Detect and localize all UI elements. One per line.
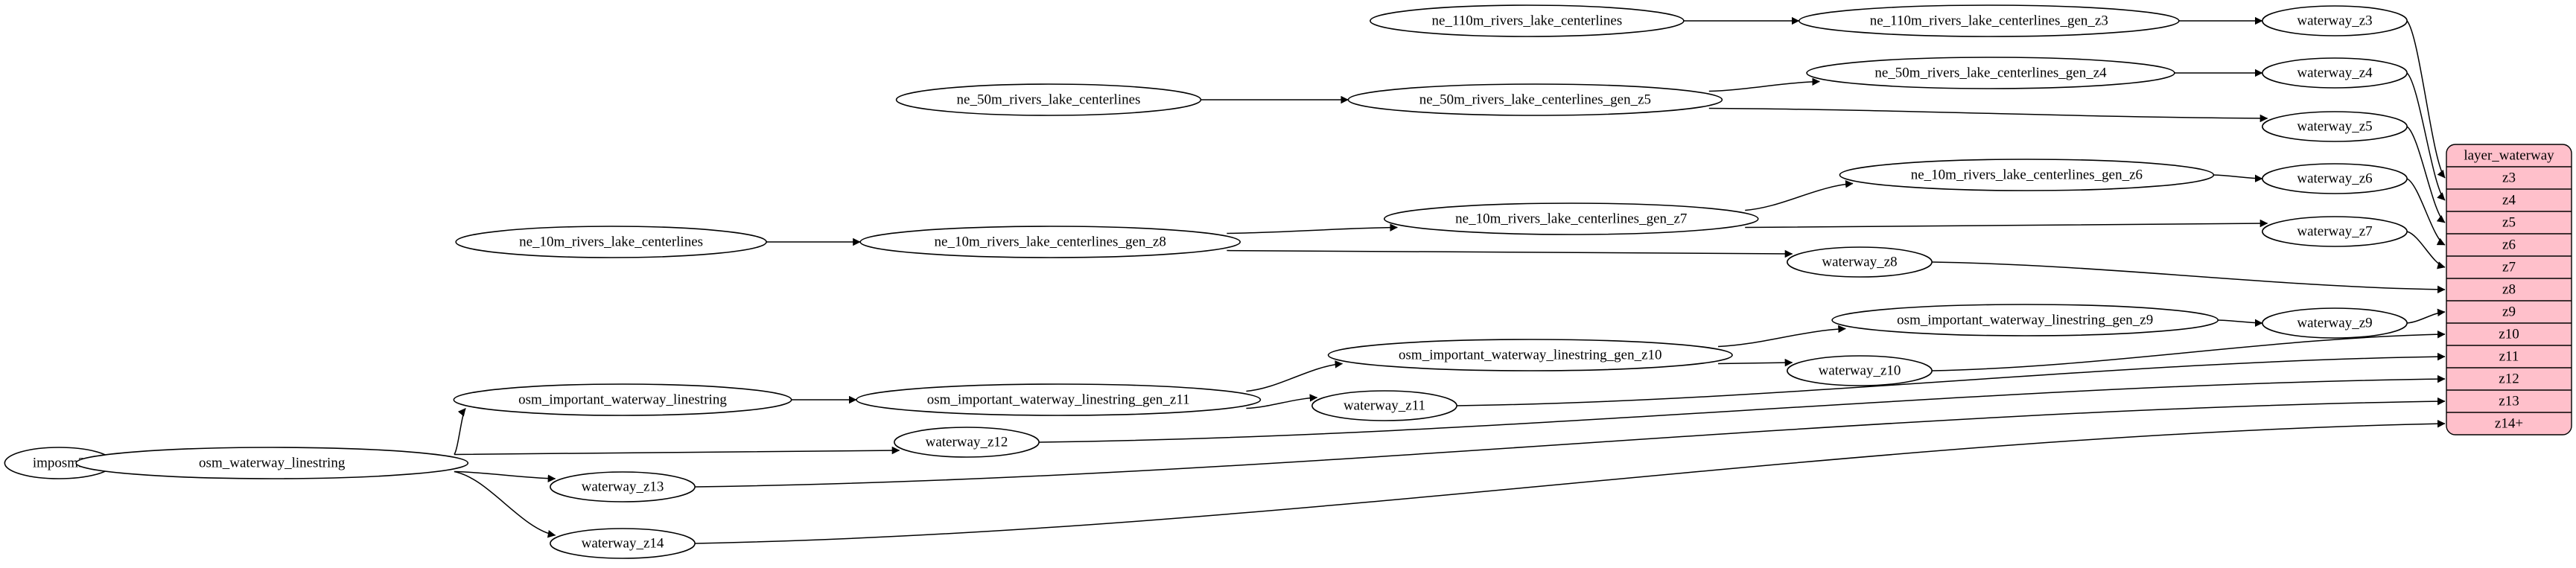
edge-waterway-z7-to-layer-waterway-z7 bbox=[2406, 231, 2446, 269]
edge-ne-10m-rivers-lake-centerlines-gen-z8-to-ne-10m-rivers-lake-centerlines-gen-z7 bbox=[1227, 223, 1398, 234]
node-shape bbox=[455, 226, 767, 258]
edge-waterway-z13-to-layer-waterway-z13 bbox=[695, 397, 2446, 488]
node-ne-50m-rivers-lake-centerlines-gen-z5[interactable]: ne_50m_rivers_lake_centerlines_gen_z5 bbox=[1347, 83, 1723, 116]
layer-waterway-table: layer_waterwayz3z4z5z6z7z8z9z10z11z12z13… bbox=[2446, 144, 2572, 435]
node-waterway-z14[interactable]: waterway_z14 bbox=[550, 528, 696, 559]
node-shape bbox=[1787, 355, 1933, 386]
node-shape bbox=[75, 447, 469, 479]
edge-osm-waterway-linestring-to-waterway-z13 bbox=[454, 470, 556, 483]
node-shape bbox=[1347, 83, 1723, 116]
node-waterway-z3[interactable]: waterway_z3 bbox=[2262, 5, 2408, 36]
node-shape bbox=[1327, 339, 1733, 371]
node-shape bbox=[1798, 4, 2180, 37]
node-shape bbox=[856, 383, 1262, 416]
node-ne-110m-rivers-lake-centerlines[interactable]: ne_110m_rivers_lake_centerlines bbox=[1370, 4, 1685, 37]
node-shape bbox=[2262, 57, 2408, 89]
edge-waterway-z12-to-layer-waterway-z12 bbox=[1039, 374, 2446, 443]
node-waterway-z9[interactable]: waterway_z9 bbox=[2262, 307, 2408, 339]
node-osm-important-waterway-linestring[interactable]: osm_important_waterway_linestring bbox=[453, 383, 792, 416]
node-shape bbox=[1806, 57, 2175, 89]
edge-waterway-z10-to-layer-waterway-z10 bbox=[1932, 330, 2446, 371]
edge-osm-waterway-linestring-to-osm-important-waterway-linestring bbox=[454, 408, 466, 455]
node-waterway-z6[interactable]: waterway_z6 bbox=[2262, 163, 2408, 194]
edge-osm-waterway-linestring-to-waterway-z14 bbox=[454, 470, 556, 538]
node-waterway-z12[interactable]: waterway_z12 bbox=[894, 427, 1040, 458]
edge-osm-important-waterway-linestring-gen-z9-to-waterway-z9 bbox=[2218, 319, 2263, 328]
edge-ne-50m-rivers-lake-centerlines-gen-z5-to-ne-50m-rivers-lake-centerlines-gen-z4 bbox=[1708, 77, 1820, 92]
node-shape bbox=[2262, 111, 2408, 142]
node-ne-10m-rivers-lake-centerlines-gen-z8[interactable]: ne_10m_rivers_lake_centerlines_gen_z8 bbox=[859, 226, 1241, 258]
node-waterway-z5[interactable]: waterway_z5 bbox=[2262, 111, 2408, 142]
node-shape bbox=[895, 83, 1202, 116]
edge-waterway-z8-to-layer-waterway-z8 bbox=[1932, 261, 2446, 294]
edge-waterway-z14-to-layer-waterway-z14- bbox=[695, 419, 2446, 544]
edge-osm-important-waterway-linestring-gen-z10-to-waterway-z10 bbox=[1718, 358, 1793, 367]
node-shape bbox=[1311, 390, 1457, 421]
node-osm-important-waterway-linestring-gen-z10[interactable]: osm_important_waterway_linestring_gen_z1… bbox=[1327, 339, 1733, 371]
node-shape bbox=[859, 226, 1241, 258]
edge-waterway-z5-to-layer-waterway-z5 bbox=[2406, 126, 2446, 223]
node-waterway-z11[interactable]: waterway_z11 bbox=[1311, 390, 1457, 421]
layer-waterway-record: layer_waterwayz3z4z5z6z7z8z9z10z11z12z13… bbox=[2446, 144, 2572, 435]
node-shape bbox=[1831, 304, 2219, 336]
node-osm-important-waterway-linestring-gen-z11[interactable]: osm_important_waterway_linestring_gen_z1… bbox=[856, 383, 1262, 416]
edge-osm-important-waterway-linestring-gen-z11-to-osm-important-waterway-linestring-gen-z10 bbox=[1246, 360, 1343, 392]
edge-waterway-z9-to-layer-waterway-z9 bbox=[2407, 308, 2446, 324]
edge-waterway-z4-to-layer-waterway-z4 bbox=[2406, 72, 2446, 201]
node-ne-50m-rivers-lake-centerlines-gen-z4[interactable]: ne_50m_rivers_lake_centerlines_gen_z4 bbox=[1806, 57, 2175, 89]
node-shape bbox=[550, 528, 696, 559]
edge-ne-10m-rivers-lake-centerlines-gen-z7-to-waterway-z7 bbox=[1745, 219, 2268, 229]
node-ne-10m-rivers-lake-centerlines-gen-z6[interactable]: ne_10m_rivers_lake_centerlines_gen_z6 bbox=[1839, 159, 2215, 191]
node-ne-10m-rivers-lake-centerlines-gen-z7[interactable]: ne_10m_rivers_lake_centerlines_gen_z7 bbox=[1384, 202, 1759, 235]
edge-layer bbox=[75, 16, 2446, 544]
node-shape bbox=[1787, 246, 1933, 278]
node-shape bbox=[1370, 4, 1685, 37]
node-shape bbox=[2262, 163, 2408, 194]
edge-ne-10m-rivers-lake-centerlines-gen-z8-to-waterway-z8 bbox=[1227, 249, 1793, 258]
node-shape bbox=[550, 471, 696, 502]
node-waterway-z10[interactable]: waterway_z10 bbox=[1787, 355, 1933, 386]
node-shape bbox=[453, 383, 792, 416]
node-waterway-z13[interactable]: waterway_z13 bbox=[550, 471, 696, 502]
edge-osm-important-waterway-linestring-gen-z11-to-waterway-z11 bbox=[1246, 394, 1318, 409]
node-shape bbox=[1384, 202, 1759, 235]
edge-ne-50m-rivers-lake-centerlines-gen-z5-to-waterway-z5 bbox=[1708, 107, 2268, 123]
node-shape bbox=[2262, 307, 2408, 339]
node-shape bbox=[894, 427, 1040, 458]
edge-osm-waterway-linestring-to-waterway-z12 bbox=[454, 446, 900, 456]
layer-waterway-outline bbox=[2446, 144, 2572, 435]
edge-osm-important-waterway-linestring-gen-z10-to-osm-important-waterway-linestring-gen-z9 bbox=[1717, 325, 1846, 348]
node-waterway-z8[interactable]: waterway_z8 bbox=[1787, 246, 1933, 278]
node-ne-110m-rivers-lake-centerlines-gen-z3[interactable]: ne_110m_rivers_lake_centerlines_gen_z3 bbox=[1798, 4, 2180, 37]
node-waterway-z4[interactable]: waterway_z4 bbox=[2262, 57, 2408, 89]
node-shape bbox=[2262, 216, 2408, 247]
node-osm-waterway-linestring[interactable]: osm_waterway_linestring bbox=[75, 447, 469, 479]
edge-waterway-z6-to-layer-waterway-z6 bbox=[2406, 178, 2446, 246]
edge-ne-10m-rivers-lake-centerlines-gen-z7-to-ne-10m-rivers-lake-centerlines-gen-z6 bbox=[1745, 180, 1854, 211]
edge-ne-10m-rivers-lake-centerlines-gen-z6-to-waterway-z6 bbox=[2213, 174, 2263, 183]
node-shape bbox=[1839, 159, 2215, 191]
node-osm-important-waterway-linestring-gen-z9[interactable]: osm_important_waterway_linestring_gen_z9 bbox=[1831, 304, 2219, 336]
edge-waterway-z3-to-layer-waterway-z3 bbox=[2406, 20, 2446, 179]
node-ne-10m-rivers-lake-centerlines[interactable]: ne_10m_rivers_lake_centerlines bbox=[455, 226, 767, 258]
node-ne-50m-rivers-lake-centerlines[interactable]: ne_50m_rivers_lake_centerlines bbox=[895, 83, 1202, 116]
node-waterway-z7[interactable]: waterway_z7 bbox=[2262, 216, 2408, 247]
edge-waterway-z11-to-layer-waterway-z11 bbox=[1457, 352, 2446, 406]
node-shape bbox=[2262, 5, 2408, 36]
